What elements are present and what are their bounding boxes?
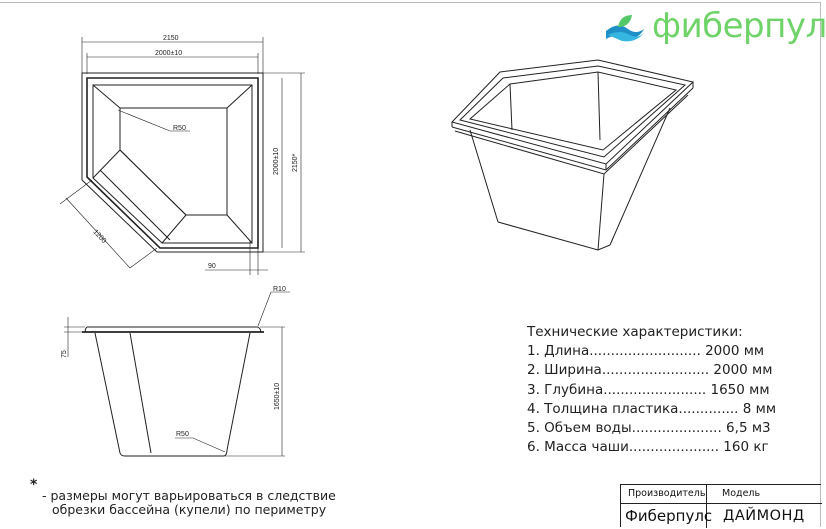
dim-depth: 1650±10 <box>274 383 281 410</box>
dim-height-inner: 2000±10 <box>273 148 280 175</box>
brand-logo: фиберпулс <box>604 6 826 46</box>
brand-name: фиберпулс <box>652 6 826 46</box>
dim-width-inner: 2000±10 <box>155 50 182 57</box>
spec-item: 4. Толщина пластика.............. 8 мм <box>527 400 777 417</box>
dim-bottom-radius: R50 <box>176 431 189 438</box>
plan-view: 2150 2000±10 R50 2000±10 2150* 1200 90 <box>59 35 305 275</box>
dim-height-total: 2150* <box>292 153 299 172</box>
manufacturer-value: Фиберпулс <box>621 504 712 528</box>
model-label: Модель <box>707 485 822 504</box>
manufacturer-label: Производитель <box>621 485 707 504</box>
title-block: Производитель Модель Фиберпулс ДАЙМОНД <box>620 484 822 528</box>
dim-width-total: 2150 <box>163 35 179 42</box>
technical-specs: Технические характеристики: 1. Длина....… <box>527 323 776 457</box>
specs-title: Технические характеристики: <box>527 324 743 340</box>
footnote-line-2: обрезки бассейна (купели) по периметру <box>52 502 327 517</box>
section-view: 1650±10 R10 75 R50 <box>61 286 290 457</box>
spec-item: 6. Масса чаши..................... 160 к… <box>527 439 769 456</box>
spec-item: 3. Глубина........................ 1650 … <box>527 381 770 398</box>
spec-item: 2. Ширина......................... 2000 … <box>527 362 773 379</box>
spec-item: 1. Длина.......................... 2000 … <box>527 343 765 360</box>
footnote-asterisk: * <box>30 477 38 493</box>
spec-item: 5. Объем воды..................... 6,5 м… <box>527 420 771 437</box>
dim-rim: 90 <box>208 263 216 270</box>
model-value: ДАЙМОНД <box>723 508 805 524</box>
dim-rim-radius: R10 <box>273 286 286 293</box>
isometric-view <box>451 59 695 251</box>
wave-leaf-logo-icon <box>606 15 644 42</box>
dim-corner-radius: R50 <box>173 125 186 132</box>
dim-rim-height: 75 <box>61 350 68 358</box>
dim-bench: 1200 <box>92 229 108 245</box>
footnote-line-1: - размеры могут варьироваться в следстви… <box>42 488 336 503</box>
